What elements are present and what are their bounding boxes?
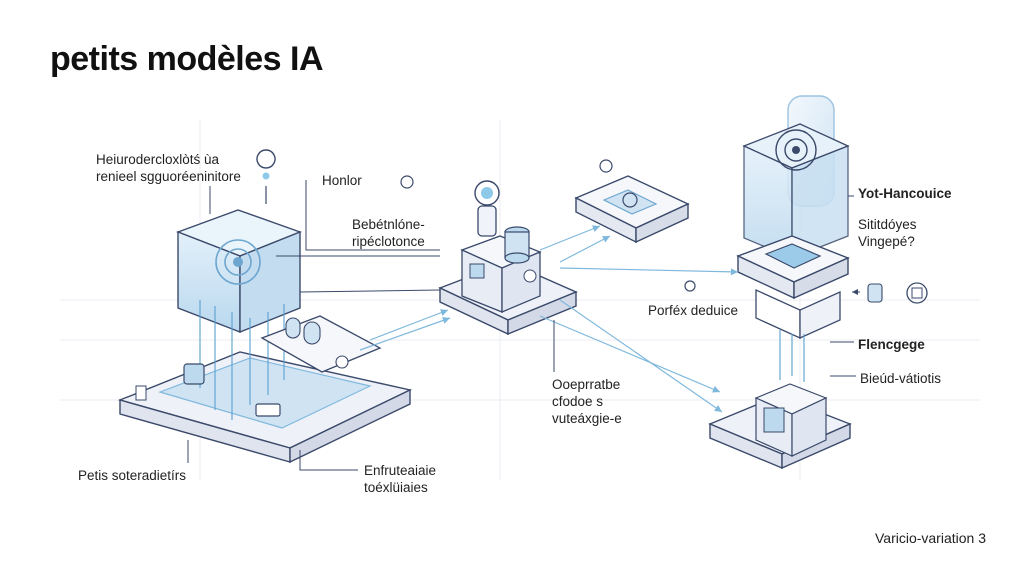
location-pin-icon [256,149,276,204]
label-right-top-title: Yot-Hancouice [858,186,952,201]
footer-variation-label: Varicio-variation 3 [874,530,986,546]
label-right-top-sub: Sititdóyes Vingepé? [858,216,917,250]
label-center-right: Porféx deduice [648,303,739,318]
left-inner-platform [260,315,382,373]
left-base-platform [117,351,413,464]
right-base-platform [708,383,852,470]
label-top-left-line1: Heiurodercloxlòtś ùa [96,152,220,167]
label-mid-left-line2: ripéclotonce [352,234,425,249]
label-bottom-left: Petis soteradietírs [78,468,187,483]
right-tower-drop-lines [779,330,805,382]
label-right-top-sub-line1: Sititdóyes [858,217,917,232]
page-title: petits modèles IA [50,40,324,78]
label-center-bottom-line3: vuteáxgie-e [552,411,622,426]
center-device [460,235,542,313]
label-mid-left-line1: Bebétnlóne- [352,217,425,232]
lightbulb-icon [474,180,500,237]
top-chip-module [574,175,690,244]
top-ring-icon [599,159,613,173]
label-honlor: Honlor [322,173,362,188]
left-components [135,363,281,417]
label-bottom-mid-line2: toéxlüiaies [364,480,428,495]
label-right-mid: Flencgege [858,337,925,352]
label-right-bottom: Bieúd-vátiotis [860,371,942,386]
connector-arrows [276,225,860,413]
right-small-icons [684,280,928,304]
label-top-left-line2: renieel sgguoréeninitore [96,169,241,184]
label-top-left: Heiurodercloxlòtś ùa renieel sgguoréenin… [96,151,241,185]
label-right-top-sub-line2: Vingepé? [858,234,915,249]
label-center-bottom: Ooeprratbe cfodoe s vuteáxgie-e [552,376,622,427]
label-center-bottom-line1: Ooeprratbe [552,377,621,392]
label-mid-left: Bebétnlóne- ripéclotonce [352,216,425,250]
label-leader-lines [187,180,856,471]
cylinder-tank [504,226,530,264]
right-glass-panel [742,95,850,259]
label-center-bottom-line2: cfodoe s [552,394,604,409]
label-bottom-mid-line1: Enfruteaiaie [364,463,437,478]
left-glass-cube [176,209,302,334]
small-ring-icon [400,175,414,189]
right-tower-body [736,235,850,340]
label-bottom-mid: Enfruteaiaie toéxlüiaies [364,462,436,496]
